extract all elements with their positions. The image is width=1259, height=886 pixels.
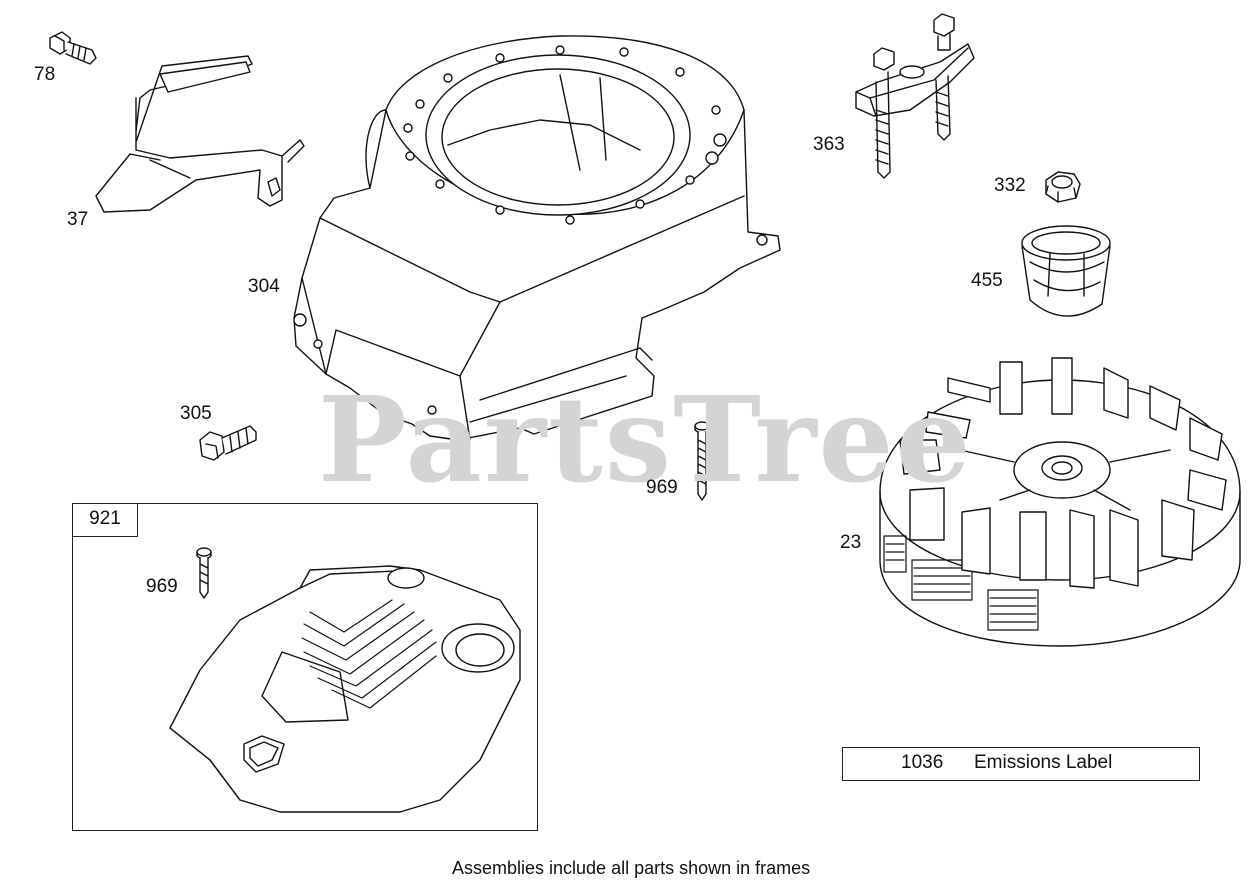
watermark-partstree: PartsTree bbox=[318, 370, 973, 509]
part-921-shroud-cover[interactable] bbox=[169, 565, 521, 813]
emissions-label-box: 1036 Emissions Label bbox=[842, 747, 1200, 781]
frame-921 bbox=[72, 503, 538, 831]
part-304-blower-housing[interactable] bbox=[293, 35, 781, 441]
part-37-air-guide[interactable] bbox=[95, 55, 305, 213]
part-78-bolt[interactable] bbox=[49, 31, 97, 65]
label-78: 78 bbox=[34, 64, 56, 85]
label-332: 332 bbox=[994, 175, 1026, 196]
label-305: 305 bbox=[180, 403, 212, 424]
part-969-screw-lower[interactable] bbox=[196, 547, 212, 599]
label-304: 304 bbox=[248, 276, 280, 297]
label-23: 23 bbox=[840, 532, 862, 553]
part-305-bolt[interactable] bbox=[199, 425, 257, 461]
frame-921-tag: 921 bbox=[72, 503, 138, 537]
part-363-bracket[interactable] bbox=[855, 13, 975, 179]
part-23-flywheel[interactable] bbox=[879, 357, 1241, 647]
footer-note: Assemblies include all parts shown in fr… bbox=[452, 858, 811, 878]
label-363: 363 bbox=[813, 134, 845, 155]
part-969-screw-upper[interactable] bbox=[694, 421, 710, 501]
part-332-nut[interactable] bbox=[1045, 171, 1081, 203]
emissions-text: Emissions Label bbox=[974, 752, 1113, 773]
watermark-tm: ™ bbox=[912, 422, 926, 438]
label-969-lower: 969 bbox=[146, 576, 178, 597]
label-37: 37 bbox=[67, 209, 89, 230]
label-969-upper: 969 bbox=[646, 477, 678, 498]
label-455: 455 bbox=[971, 270, 1003, 291]
emissions-number: 1036 bbox=[901, 752, 944, 773]
part-455-cup-nut[interactable] bbox=[1021, 225, 1111, 317]
